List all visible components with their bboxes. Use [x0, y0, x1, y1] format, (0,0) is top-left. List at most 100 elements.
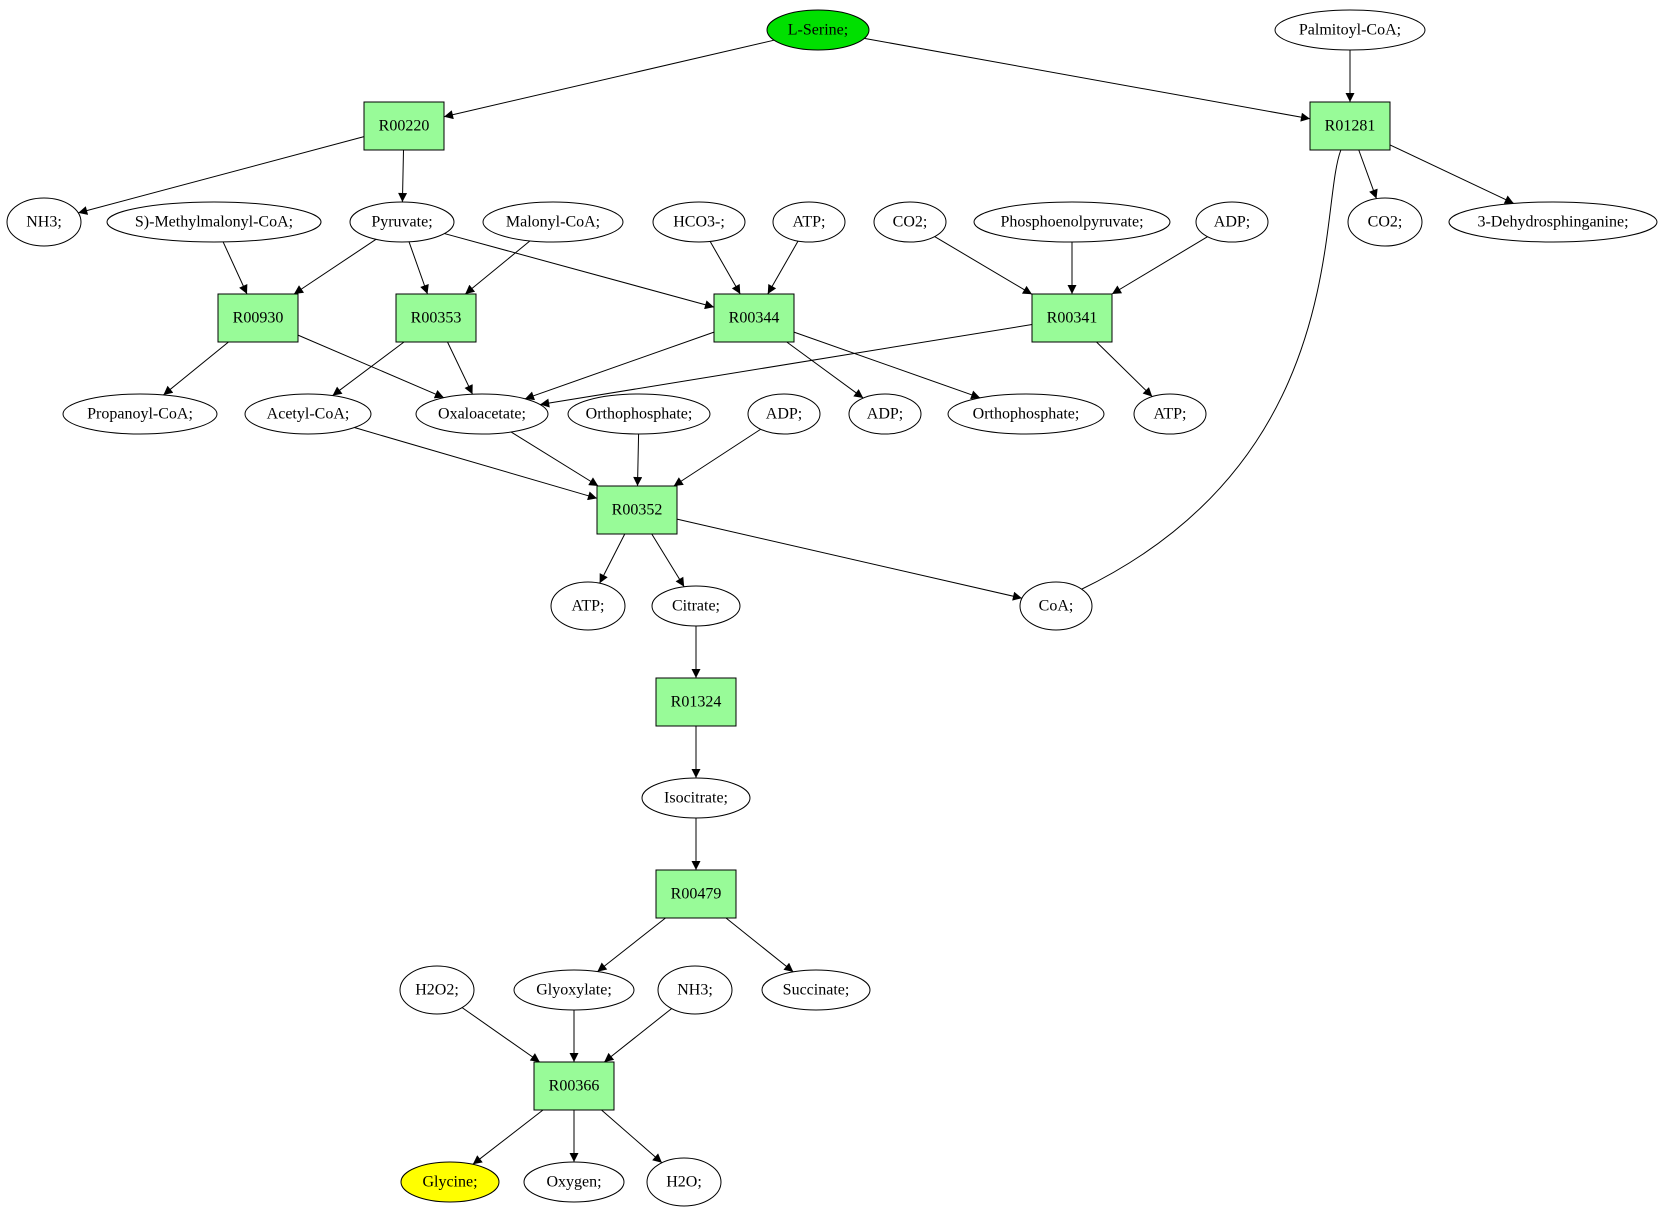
compound-node-orthophosphate-a[interactable]: Orthophosphate; [567, 393, 711, 435]
compound-node-l-serine[interactable]: L-Serine; [766, 9, 870, 51]
node-label: Orthophosphate; [586, 406, 693, 423]
reaction-node-r00352[interactable]: R00352 [596, 485, 678, 535]
edge-hco3-to-r00344 [709, 241, 741, 295]
node-label: Succinate; [783, 982, 850, 999]
reaction-node-r00930[interactable]: R00930 [217, 293, 299, 343]
node-label: H2O; [666, 1174, 702, 1191]
reaction-box [363, 101, 445, 151]
edge-orthophosphate-a-to-r00352 [633, 433, 643, 487]
compound-node-adp-c[interactable]: ADP; [848, 393, 922, 435]
compound-node-atp-b[interactable]: ATP; [1133, 393, 1207, 435]
reaction-node-r01281[interactable]: R01281 [1309, 101, 1391, 151]
reaction-node-r00366[interactable]: R00366 [533, 1061, 615, 1111]
compound-node-orthophosphate-b[interactable]: Orthophosphate; [947, 393, 1105, 435]
reaction-node-r01324[interactable]: R01324 [655, 677, 737, 727]
node-label: Malonyl-CoA; [506, 214, 600, 231]
compound-node-atp-c[interactable]: ATP; [550, 581, 626, 631]
reaction-box [1031, 293, 1113, 343]
compound-node-oxygen[interactable]: Oxygen; [523, 1161, 625, 1203]
edge-pyruvate-to-r00930 [293, 238, 377, 295]
edge-r01281-to-dehydrosphinganine [1389, 144, 1515, 204]
compound-ellipse [657, 965, 733, 1015]
node-label: R00479 [671, 886, 722, 903]
compound-ellipse [873, 201, 947, 243]
compound-node-citrate[interactable]: Citrate; [651, 585, 741, 627]
reaction-node-r00341[interactable]: R00341 [1031, 293, 1113, 343]
compound-ellipse [973, 201, 1171, 243]
edge-r00341-to-oxaloacetate [540, 324, 1033, 408]
edge-r00344-to-adp-c [786, 341, 864, 399]
compound-ellipse [1133, 393, 1207, 435]
edge-r00352-to-coa [676, 518, 1023, 601]
node-label: R00366 [549, 1078, 600, 1095]
reaction-node-r00344[interactable]: R00344 [713, 293, 795, 343]
reaction-node-r00479[interactable]: R00479 [655, 869, 737, 919]
compound-node-propanoyl-coa[interactable]: Propanoyl-CoA; [62, 393, 218, 435]
compound-ellipse [848, 393, 922, 435]
compound-ellipse [523, 1161, 625, 1203]
compound-node-malonyl-coa[interactable]: Malonyl-CoA; [482, 201, 624, 243]
reaction-node-r00220[interactable]: R00220 [363, 101, 445, 151]
compound-node-co2-a[interactable]: CO2; [873, 201, 947, 243]
edge-r00352-to-atp-c [599, 533, 626, 584]
compound-node-adp-b[interactable]: ADP; [747, 393, 821, 435]
compound-node-oxaloacetate[interactable]: Oxaloacetate; [415, 393, 549, 435]
edge-adp-a-to-r00341 [1111, 236, 1208, 295]
edge-methylmalonyl-coa-to-r00930 [222, 241, 248, 295]
edge-r00366-to-h2o [601, 1109, 663, 1164]
edge-r00220-to-pyruvate [398, 149, 408, 203]
compound-node-acetyl-coa[interactable]: Acetyl-CoA; [244, 393, 372, 435]
compound-node-co2-b[interactable]: CO2; [1347, 197, 1423, 247]
node-label: Propanoyl-CoA; [87, 406, 193, 423]
edge-r00353-to-oxaloacetate [447, 341, 473, 395]
reaction-box [655, 869, 737, 919]
node-label: Acetyl-CoA; [267, 406, 350, 423]
compound-node-h2o2[interactable]: H2O2; [399, 965, 475, 1015]
compound-node-pep[interactable]: Phosphoenolpyruvate; [973, 201, 1171, 243]
compound-node-atp-a[interactable]: ATP; [772, 201, 846, 243]
node-label: CO2; [893, 214, 928, 231]
edge-malonyl-coa-to-r00353 [464, 240, 531, 295]
edge-r00479-to-succinate [725, 917, 794, 973]
reaction-box [596, 485, 678, 535]
reaction-box [713, 293, 795, 343]
edge-r00220-to-nh3-a [78, 136, 365, 215]
compound-node-dehydrosphinganine[interactable]: 3-Dehydrosphinganine; [1448, 201, 1658, 243]
compound-node-pyruvate[interactable]: Pyruvate; [349, 201, 455, 243]
node-label: Pyruvate; [371, 214, 432, 231]
edge-oxaloacetate-to-r00352 [510, 431, 599, 487]
edge-r00479-to-glyoxylate [597, 917, 666, 972]
reaction-node-r00353[interactable]: R00353 [395, 293, 477, 343]
compound-node-h2o[interactable]: H2O; [646, 1157, 722, 1207]
edge-nh3-b-to-r00366 [603, 1008, 672, 1063]
compound-node-hco3[interactable]: HCO3-; [652, 201, 746, 243]
compound-node-coa[interactable]: CoA; [1019, 581, 1093, 631]
compound-ellipse [1448, 201, 1658, 243]
compound-node-nh3-b[interactable]: NH3; [657, 965, 733, 1015]
compound-node-methylmalonyl-coa[interactable]: S)-Methylmalonyl-CoA; [106, 201, 322, 243]
compound-node-glyoxylate[interactable]: Glyoxylate; [513, 969, 635, 1011]
node-label: Isocitrate; [664, 790, 728, 807]
compound-ellipse [513, 969, 635, 1011]
compound-node-succinate[interactable]: Succinate; [761, 969, 871, 1011]
edge-r01281-to-co2-b [1358, 149, 1378, 199]
edge-r00930-to-propanoyl-coa [163, 341, 229, 396]
compound-node-glycine[interactable]: Glycine; [400, 1161, 500, 1203]
compound-node-adp-a[interactable]: ADP; [1195, 201, 1269, 243]
compound-node-palmitoyl-coa[interactable]: Palmitoyl-CoA; [1274, 9, 1426, 51]
node-label: 3-Dehydrosphinganine; [1477, 214, 1628, 231]
reaction-box [655, 677, 737, 727]
compound-ellipse [766, 9, 870, 51]
compound-node-nh3-a[interactable]: NH3; [6, 197, 82, 247]
node-label: Phosphoenolpyruvate; [1000, 214, 1143, 231]
reaction-box [395, 293, 477, 343]
edge-pyruvate-to-r00353 [408, 241, 429, 295]
node-label: CO2; [1368, 214, 1403, 231]
edge-r00353-to-acetyl-coa [332, 341, 405, 396]
edge-r00344-to-oxaloacetate [524, 331, 715, 401]
compound-node-isocitrate[interactable]: Isocitrate; [641, 777, 751, 819]
node-label: Glycine; [422, 1174, 477, 1191]
edge-adp-b-to-r00352 [673, 428, 761, 487]
